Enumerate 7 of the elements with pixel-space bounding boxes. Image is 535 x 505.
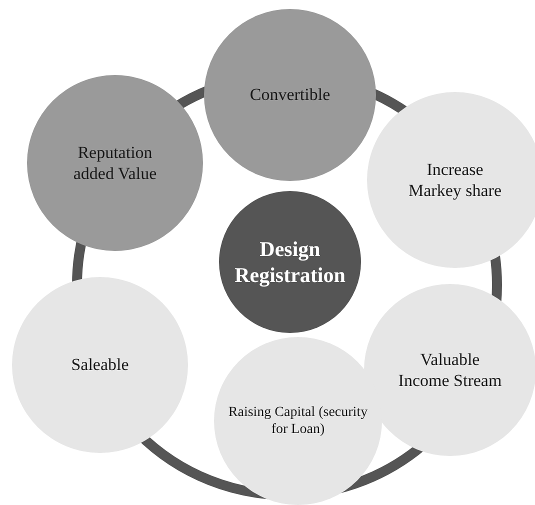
node-label: Reputation added Value — [72, 142, 158, 184]
node-label: Design Registration — [234, 236, 346, 288]
node-label: Convertible — [248, 84, 332, 106]
node-label: Raising Capital (security for Loan) — [227, 404, 369, 438]
node-label: Increase Markey share — [408, 158, 502, 202]
node-label: Saleable — [70, 354, 130, 376]
node-label: Valuable Income Stream — [397, 348, 503, 392]
